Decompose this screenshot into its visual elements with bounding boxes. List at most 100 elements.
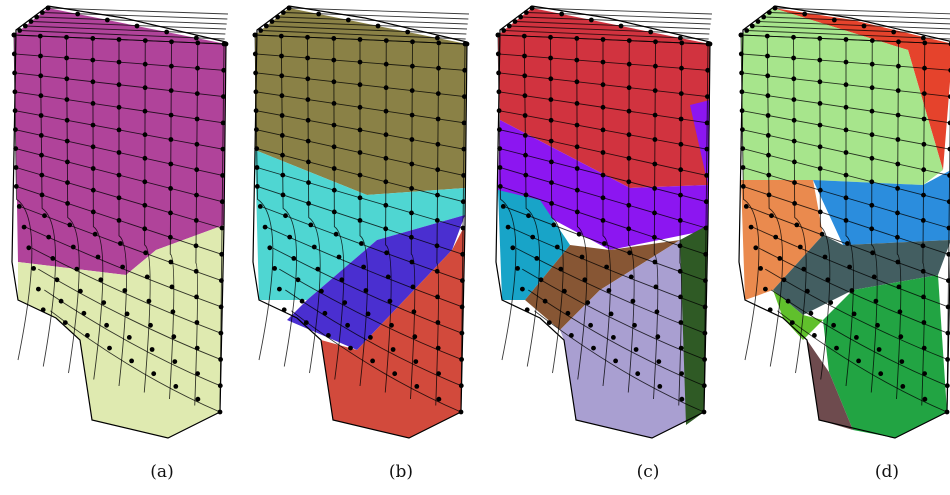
mesh-line [279,268,462,360]
mesh-node [116,195,122,201]
mesh-node [142,179,148,185]
mesh-node [920,268,926,274]
mesh-node [13,146,19,152]
mesh-outline [252,5,468,439]
mesh-region [525,240,680,330]
mesh-node [409,88,415,93]
mesh-node [412,334,418,340]
mesh-node [281,307,287,313]
mesh-node [869,202,875,208]
mesh-nodes [252,5,470,415]
mesh-node [562,288,567,294]
mesh-node [897,309,903,315]
mesh-node [342,300,348,305]
mesh-node [843,150,849,155]
mesh-node [116,59,122,65]
mesh-node [195,40,201,46]
mesh-node [164,29,170,35]
mesh-node [812,333,817,338]
mesh-node [653,63,658,69]
mesh-node [678,320,684,325]
mesh-node [50,256,56,261]
mesh-node [435,167,441,173]
mesh-node [764,33,770,39]
mesh-node [500,204,506,209]
mesh-node [375,23,381,29]
mesh-node [869,155,875,161]
mesh-node [843,37,849,42]
mesh-node [600,172,606,178]
mesh-node [389,322,394,328]
mesh-node [295,277,301,283]
mesh-node [542,298,548,304]
mesh-node [522,73,528,79]
mesh-node [319,288,324,294]
mesh-node [64,117,70,123]
mesh-node [253,89,259,95]
mesh-node [922,371,927,376]
mesh-node [124,311,130,317]
mesh-node [306,201,311,206]
mesh-node [843,82,849,88]
mesh-node [921,345,927,351]
mesh-node [920,218,926,223]
mesh-node [142,202,148,208]
mesh-node [303,320,309,325]
mesh-node [134,23,140,29]
mesh-node [194,345,200,351]
mesh-node [90,36,96,41]
mesh-node [947,120,950,126]
mesh-node [331,57,337,63]
mesh-node [357,127,363,133]
mesh-node [921,192,926,198]
mesh-line [36,16,227,25]
mesh-node [54,277,60,283]
mesh-node [461,120,467,126]
mesh-node [739,108,745,114]
mesh-node [279,93,285,99]
mesh-node [142,155,148,161]
mesh-node [921,167,927,173]
mesh-node [765,133,771,138]
mesh-node [217,383,223,389]
mesh-node [791,34,796,40]
mesh-node [648,29,654,35]
mesh-node [384,250,389,256]
mesh-node [316,11,322,17]
mesh-node [171,334,177,340]
mesh-node [65,159,70,165]
mesh-node [459,357,464,362]
mesh-node [677,218,683,223]
mesh-node [142,108,148,114]
mesh-node [129,358,135,364]
mesh-nodes [495,5,713,415]
mesh-node [707,41,713,47]
mesh-node [90,209,96,215]
mesh-node [703,251,709,257]
mesh-node [142,85,148,91]
mesh-node [496,89,502,95]
mesh-node [219,251,225,257]
mesh-node [515,266,520,271]
mesh-node [435,345,441,351]
mesh-node [834,345,839,351]
mesh-node [219,199,225,205]
mesh-line [746,30,950,40]
mesh-node [193,35,199,41]
mesh-node [869,179,875,185]
mesh-line [757,21,950,30]
mesh-node [363,288,369,293]
mesh-node [218,330,224,336]
mesh-node [869,132,875,138]
mesh-node [523,172,529,178]
mesh-node [280,172,286,178]
mesh-node [142,226,148,232]
mesh-region [807,340,853,430]
mesh-node [608,311,614,317]
mesh-node [357,195,363,201]
mesh-node [34,14,40,20]
mesh-node [819,231,825,237]
mesh-node [58,298,64,304]
mesh-line [774,7,950,15]
